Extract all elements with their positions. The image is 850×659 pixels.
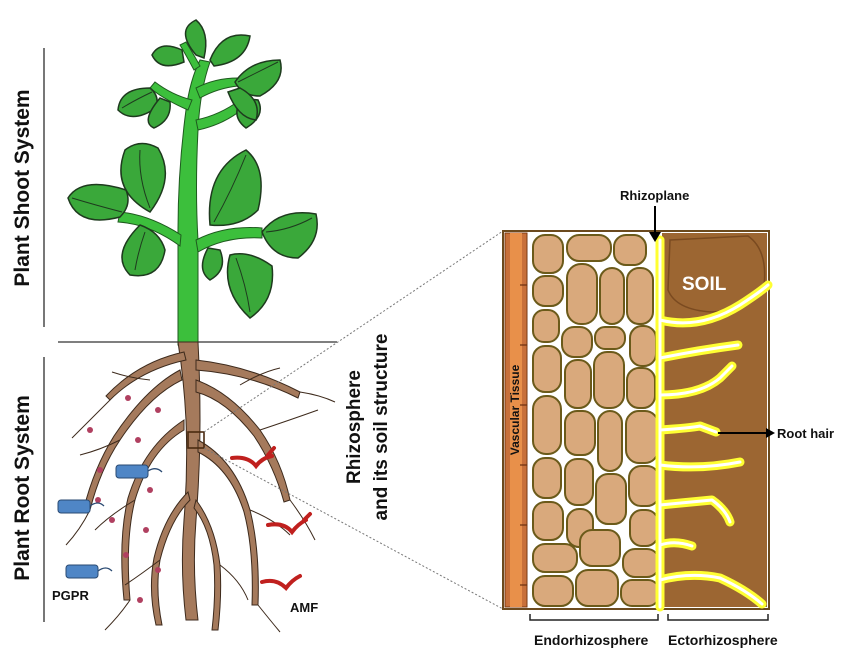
rhizosphere-section: Vascular Tissue [502, 230, 773, 612]
leaf [117, 87, 158, 118]
leaf [209, 34, 251, 67]
plant-shoot [67, 19, 318, 346]
rhizoplane-label: Rhizoplane [620, 188, 689, 203]
amf-label: AMF [290, 600, 318, 615]
shoot-system-label: Plant Shoot System [11, 89, 34, 286]
leaves [67, 19, 318, 319]
leaf [151, 45, 185, 67]
vascular-tissue-label: Vascular Tissue [508, 364, 522, 455]
amf-fungi [230, 446, 312, 592]
ectorhizosphere-label: Ectorhizosphere [668, 632, 778, 648]
rhizosphere-title-line2: and its soil structure [371, 334, 392, 521]
root-hair-arrowhead [766, 428, 775, 438]
leaf [121, 224, 166, 277]
zoom-box [187, 431, 205, 449]
leaf [201, 247, 224, 281]
pgpr-flagella [89, 468, 163, 572]
soil-label: SOIL [682, 274, 727, 295]
bottom-brackets [529, 614, 769, 621]
vascular-ticks [520, 284, 527, 586]
leaf [120, 142, 167, 213]
pgpr-bacteria [57, 464, 149, 579]
zoom-line-bottom [203, 447, 504, 610]
leaf [184, 19, 207, 60]
leaf [227, 87, 258, 121]
root-nodules [87, 395, 161, 603]
leaf [226, 253, 274, 319]
leaf [261, 212, 318, 259]
root-system-label: Plant Root System [11, 395, 34, 581]
leaf-veins [71, 61, 313, 313]
plant-roots [83, 341, 301, 631]
rhizoplane-arrowhead [649, 232, 661, 242]
leaf [208, 149, 262, 227]
root-hair-label: Root hair [777, 426, 834, 441]
endorhizosphere-label: Endorhizosphere [534, 632, 649, 648]
pgpr-label: PGPR [52, 588, 89, 603]
root-hairs [655, 235, 773, 612]
leaf [147, 97, 171, 129]
rhizosphere-title-line1: Rhizosphere [344, 370, 365, 484]
leaf [67, 183, 129, 221]
fine-roots [65, 367, 336, 633]
zoom-line-top [203, 230, 504, 433]
cortex-cells [532, 234, 660, 607]
